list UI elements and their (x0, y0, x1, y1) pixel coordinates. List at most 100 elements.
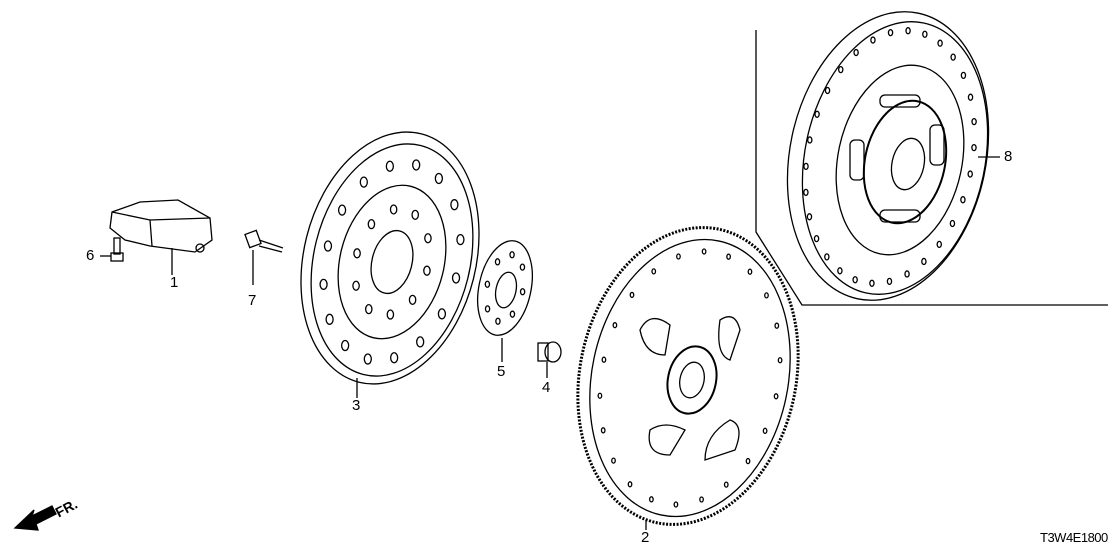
hole (597, 392, 603, 399)
hole (612, 322, 618, 329)
hole (353, 248, 361, 259)
hole (773, 393, 779, 400)
hole (803, 188, 809, 196)
hole (434, 172, 444, 185)
hole (824, 253, 830, 261)
hole (807, 136, 813, 144)
hole (813, 234, 820, 243)
hole (352, 280, 360, 291)
hole (904, 270, 910, 278)
hole (886, 277, 893, 285)
hole (451, 272, 461, 284)
part-6-bolt[interactable] (110, 237, 124, 262)
hole (319, 278, 328, 291)
callout-1: 1 (170, 274, 179, 291)
hole (824, 86, 831, 95)
callout-2: 2 (641, 529, 650, 546)
hole (651, 268, 657, 275)
hole (673, 501, 679, 508)
hole (803, 162, 809, 171)
callout-7: 7 (248, 292, 257, 309)
hole (340, 339, 350, 352)
hole (649, 496, 654, 503)
hole (385, 160, 394, 172)
hole (364, 303, 373, 315)
hole (747, 268, 753, 275)
part-3-drive-plate[interactable] (276, 113, 505, 403)
hole (627, 481, 633, 488)
hole (723, 481, 729, 488)
part-1-cover[interactable] (109, 199, 213, 253)
hole (509, 310, 516, 318)
hole (323, 240, 333, 252)
hole (600, 427, 606, 434)
part-2-flywheel[interactable] (551, 207, 825, 545)
hole (967, 93, 974, 101)
hole (838, 65, 844, 74)
hole (676, 253, 681, 260)
hole (601, 356, 607, 363)
hole (367, 219, 376, 230)
hole (837, 267, 843, 275)
hole (853, 48, 859, 57)
hole (629, 291, 635, 299)
hole (509, 251, 515, 259)
hole (456, 233, 465, 246)
hole (363, 353, 372, 365)
callout-8: 8 (1004, 148, 1013, 165)
hole (359, 176, 368, 188)
hole (762, 427, 768, 434)
hole (611, 457, 616, 464)
hole (494, 258, 501, 266)
hole (424, 233, 432, 244)
hole (390, 352, 399, 364)
hole (519, 288, 526, 296)
hole (337, 204, 347, 216)
hole (386, 309, 395, 320)
hole (937, 39, 943, 47)
hole (412, 159, 421, 171)
hole (960, 71, 967, 80)
part-5-washer-plate[interactable] (470, 236, 541, 341)
hole (519, 263, 526, 271)
hole (699, 496, 704, 503)
hole (806, 213, 813, 221)
part-4-bolt[interactable] (537, 341, 562, 363)
callout-3: 3 (352, 397, 361, 414)
inset-frame (755, 30, 1108, 306)
hole (423, 265, 431, 276)
part-7-bolt[interactable] (244, 229, 284, 253)
hole (922, 30, 928, 38)
callout-6: 6 (86, 247, 95, 264)
hole (777, 357, 783, 364)
hole (437, 308, 447, 320)
hole (484, 305, 491, 313)
hole (971, 118, 977, 126)
hole (408, 294, 417, 305)
hole (745, 457, 751, 465)
hole (450, 199, 459, 211)
hole (484, 280, 491, 288)
hole (950, 53, 956, 61)
hole (870, 36, 876, 44)
front-direction-arrow-icon (13, 505, 57, 531)
hole (411, 209, 420, 221)
hole (949, 219, 956, 228)
callout-4: 4 (542, 379, 551, 396)
hole (971, 143, 977, 152)
hole (921, 257, 927, 266)
hole (905, 27, 911, 35)
diagram-code: T3W4E1800A (1040, 530, 1108, 545)
hole (495, 317, 501, 325)
hole (852, 276, 858, 284)
part-8-clutch-disc[interactable] (762, 0, 1014, 319)
hole (869, 279, 875, 287)
hole (936, 240, 942, 249)
callout-5: 5 (497, 363, 506, 380)
hole (960, 196, 966, 204)
hole (764, 292, 769, 299)
hole (701, 248, 707, 255)
hole (726, 253, 731, 260)
hole (774, 322, 780, 329)
